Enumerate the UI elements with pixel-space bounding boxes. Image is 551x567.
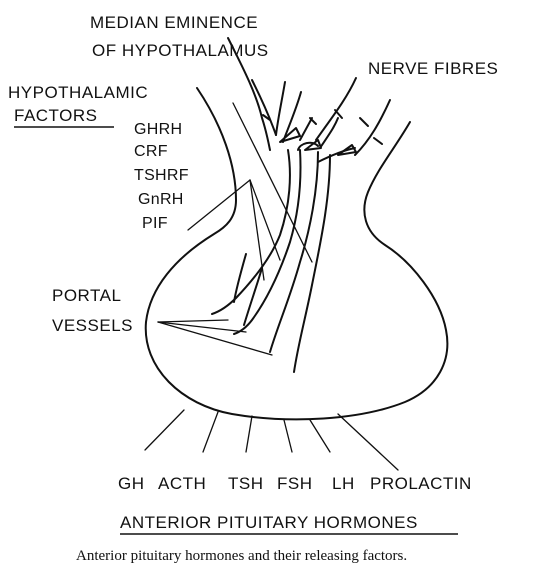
portal-vessels-label-line1: PORTAL [52, 286, 121, 305]
hormone-label: TSH [228, 474, 264, 493]
hormone-label: GH [118, 474, 145, 493]
factor-label: GnRH [138, 191, 184, 208]
hypothalamic-factors-label-line2: FACTORS [14, 106, 97, 125]
factor-label: CRF [134, 143, 168, 160]
hormone-label: LH [332, 474, 355, 493]
anterior-pituitary-heading: ANTERIOR PITUITARY HORMONES [120, 513, 418, 532]
median-eminence-label-line1: MEDIAN EMINENCE [90, 13, 258, 32]
median-eminence-label-line2: OF HYPOTHALAMUS [92, 41, 269, 60]
factor-label: PIF [142, 215, 168, 232]
hormone-label: ACTH [158, 474, 206, 493]
portal-vessels-label-line2: VESSELS [52, 316, 133, 335]
portal-pointers [158, 320, 272, 355]
hormone-label: FSH [277, 474, 313, 493]
hormone-label: PROLACTIN [370, 474, 472, 493]
figure-caption: Anterior pituitary hormones and their re… [76, 548, 407, 564]
factor-label: TSHRF [134, 167, 189, 184]
factor-label: GHRH [134, 121, 182, 138]
nerve-fibres-label: NERVE FIBRES [368, 59, 498, 78]
hypothalamic-factors-label-line1: HYPOTHALAMIC [8, 83, 148, 102]
